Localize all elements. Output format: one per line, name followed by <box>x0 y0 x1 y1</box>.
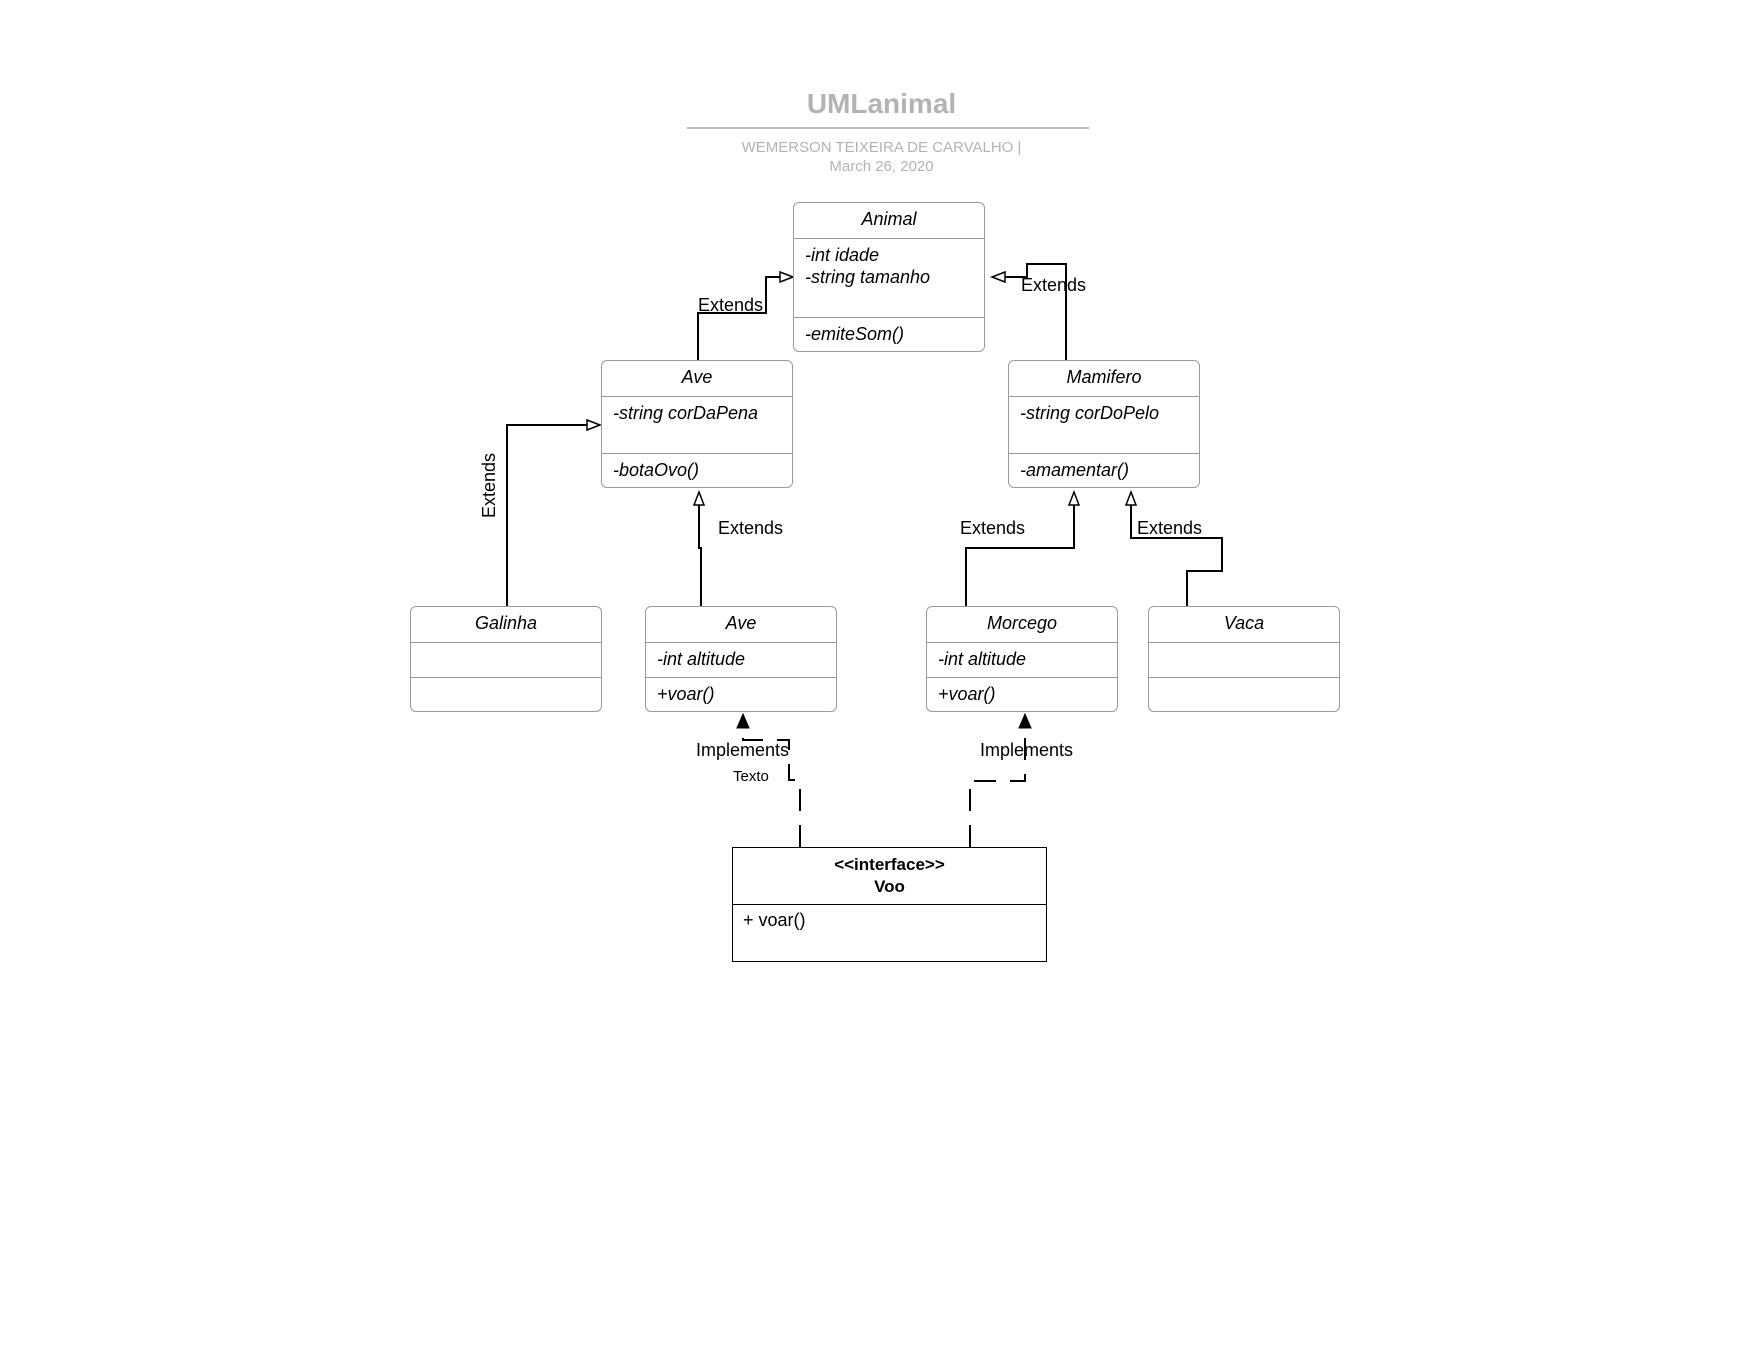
arrowhead-ave-animal <box>779 270 796 284</box>
diagram-title: UMLanimal <box>806 88 957 119</box>
title-divider <box>687 127 1089 129</box>
edge-galinha-ave <box>506 424 587 606</box>
section-divider <box>927 677 1117 678</box>
class-operations: -amamentar() <box>1020 460 1130 480</box>
class-attributes: -int altitude <box>938 649 1027 669</box>
interface-name: Voo <box>874 877 905 896</box>
class-morcego[interactable]: Morcego -int altitude +voar() <box>926 606 1118 712</box>
label-galinha-ave: Extends <box>479 452 499 518</box>
class-ave-flying[interactable]: Ave -int altitude +voar() <box>645 606 837 712</box>
class-name: Ave <box>681 367 713 387</box>
section-divider <box>733 904 1046 905</box>
class-name: Animal <box>861 209 917 229</box>
class-operations: -botaOvo() <box>613 460 700 480</box>
interface-operations: + voar() <box>743 910 806 930</box>
section-divider <box>411 642 601 643</box>
class-attributes: -string corDoPelo <box>1020 403 1160 423</box>
edge-voo-morcego <box>969 727 1026 847</box>
arrowhead-ave2-ave <box>692 489 706 506</box>
class-attributes: -int altitude <box>657 649 746 669</box>
diagram-author: WEMERSON TEIXEIRA DE CARVALHO | <box>741 139 1022 156</box>
section-divider <box>1009 453 1199 454</box>
edge-ave-animal <box>697 276 780 360</box>
arrowhead-morcego-mamifero <box>1067 489 1081 506</box>
label-voo-ave2: Implements <box>696 740 790 760</box>
label-vaca-mamifero: Extends <box>1137 518 1203 538</box>
class-operations: +voar() <box>657 684 715 704</box>
section-divider <box>1009 396 1199 397</box>
edge-mamifero-animal <box>1005 263 1067 360</box>
edge-ave2-ave <box>698 505 702 606</box>
arrowhead-voo-morcego <box>1018 712 1032 729</box>
section-divider <box>602 396 792 397</box>
section-divider <box>411 677 601 678</box>
class-animal[interactable]: Animal -int idade -string tamanho -emite… <box>793 202 985 352</box>
class-ave[interactable]: Ave -string corDaPena -botaOvo() <box>601 360 793 488</box>
class-name: Vaca <box>1223 613 1265 633</box>
class-operations: +voar() <box>938 684 996 704</box>
class-attributes <box>411 643 601 648</box>
class-attributes: -int idade -string tamanho <box>805 245 931 287</box>
section-divider <box>794 317 984 318</box>
diagram-date: March 26, 2020 <box>829 158 934 175</box>
arrowhead-voo-ave2 <box>736 712 750 729</box>
class-operations <box>1149 678 1339 683</box>
arrowhead-mamifero-animal <box>989 270 1006 284</box>
arrowhead-vaca-mamifero <box>1124 489 1138 506</box>
class-attributes <box>1149 643 1339 648</box>
edge-voo-ave2 <box>742 727 801 847</box>
interface-voo[interactable]: <<interface>> Voo + voar() <box>732 847 1047 962</box>
arrowhead-galinha-ave <box>586 418 603 432</box>
label-ave-animal: Extends <box>698 295 764 315</box>
section-divider <box>646 677 836 678</box>
section-divider <box>1149 642 1339 643</box>
stray-text-label: Texto <box>733 768 769 785</box>
section-divider <box>602 453 792 454</box>
edge-morcego-mamifero <box>965 505 1075 606</box>
class-name: Morcego <box>986 613 1058 633</box>
interface-stereotype: <<interface>> <box>834 855 945 874</box>
interface-header: <<interface>> Voo <box>733 854 1046 898</box>
section-divider <box>646 642 836 643</box>
label-voo-morcego: Implements <box>980 740 1074 760</box>
label-mamifero-animal: Extends <box>1021 275 1087 295</box>
section-divider <box>927 642 1117 643</box>
class-name: Mamifero <box>1066 367 1142 387</box>
class-operations <box>411 678 601 683</box>
class-operations: -emiteSom() <box>805 324 905 344</box>
label-morcego-mamifero: Extends <box>960 518 1026 538</box>
class-attributes: -string corDaPena <box>613 403 759 423</box>
edge-vaca-mamifero <box>1130 505 1223 606</box>
class-name: Galinha <box>474 613 538 633</box>
section-divider <box>794 238 984 239</box>
label-ave2-ave: Extends <box>718 518 784 538</box>
class-galinha[interactable]: Galinha <box>410 606 602 712</box>
section-divider <box>1149 677 1339 678</box>
class-vaca[interactable]: Vaca <box>1148 606 1340 712</box>
class-name: Ave <box>725 613 757 633</box>
class-mamifero[interactable]: Mamifero -string corDoPelo -amamentar() <box>1008 360 1200 488</box>
